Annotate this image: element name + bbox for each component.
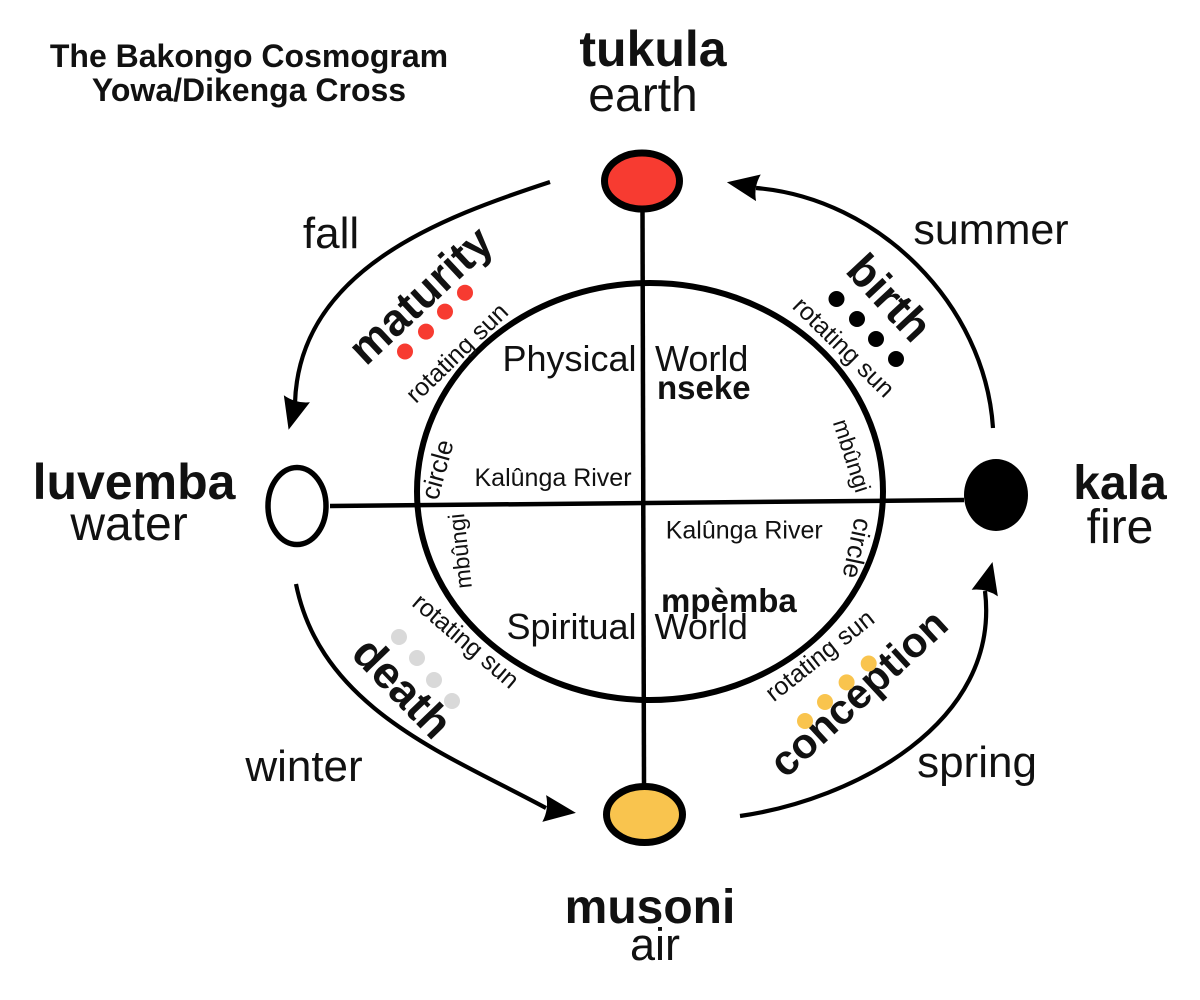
svg-text:mpèmba: mpèmba	[661, 582, 797, 619]
svg-text:mbûngi: mbûngi	[443, 512, 477, 590]
svg-text:World: World	[655, 606, 748, 647]
svg-text:Kalûnga River: Kalûnga River	[475, 464, 632, 492]
svg-text:kala: kala	[1073, 457, 1167, 510]
svg-text:winter: winter	[244, 742, 362, 791]
svg-text:Spiritual: Spiritual	[506, 606, 636, 647]
svg-text:tukula: tukula	[579, 21, 727, 77]
svg-text:summer: summer	[913, 206, 1068, 254]
svg-text:luvemba: luvemba	[33, 454, 237, 510]
svg-text:Physical: Physical	[502, 338, 636, 379]
svg-text:air: air	[630, 919, 680, 970]
svg-text:nseke: nseke	[657, 369, 751, 406]
svg-text:musoni: musoni	[565, 881, 736, 934]
svg-text:earth: earth	[588, 69, 697, 122]
svg-text:fire: fire	[1087, 501, 1154, 554]
svg-text:spring: spring	[917, 738, 1037, 787]
svg-text:fall: fall	[303, 209, 359, 258]
svg-text:Yowa/Dikenga Cross: Yowa/Dikenga Cross	[92, 72, 406, 108]
svg-text:The Bakongo Cosmogram: The Bakongo Cosmogram	[50, 38, 448, 74]
svg-text:Kalûnga River: Kalûnga River	[666, 517, 823, 545]
svg-text:World: World	[655, 338, 748, 379]
svg-text:water: water	[69, 498, 187, 551]
svg-text:circle: circle	[836, 516, 878, 582]
